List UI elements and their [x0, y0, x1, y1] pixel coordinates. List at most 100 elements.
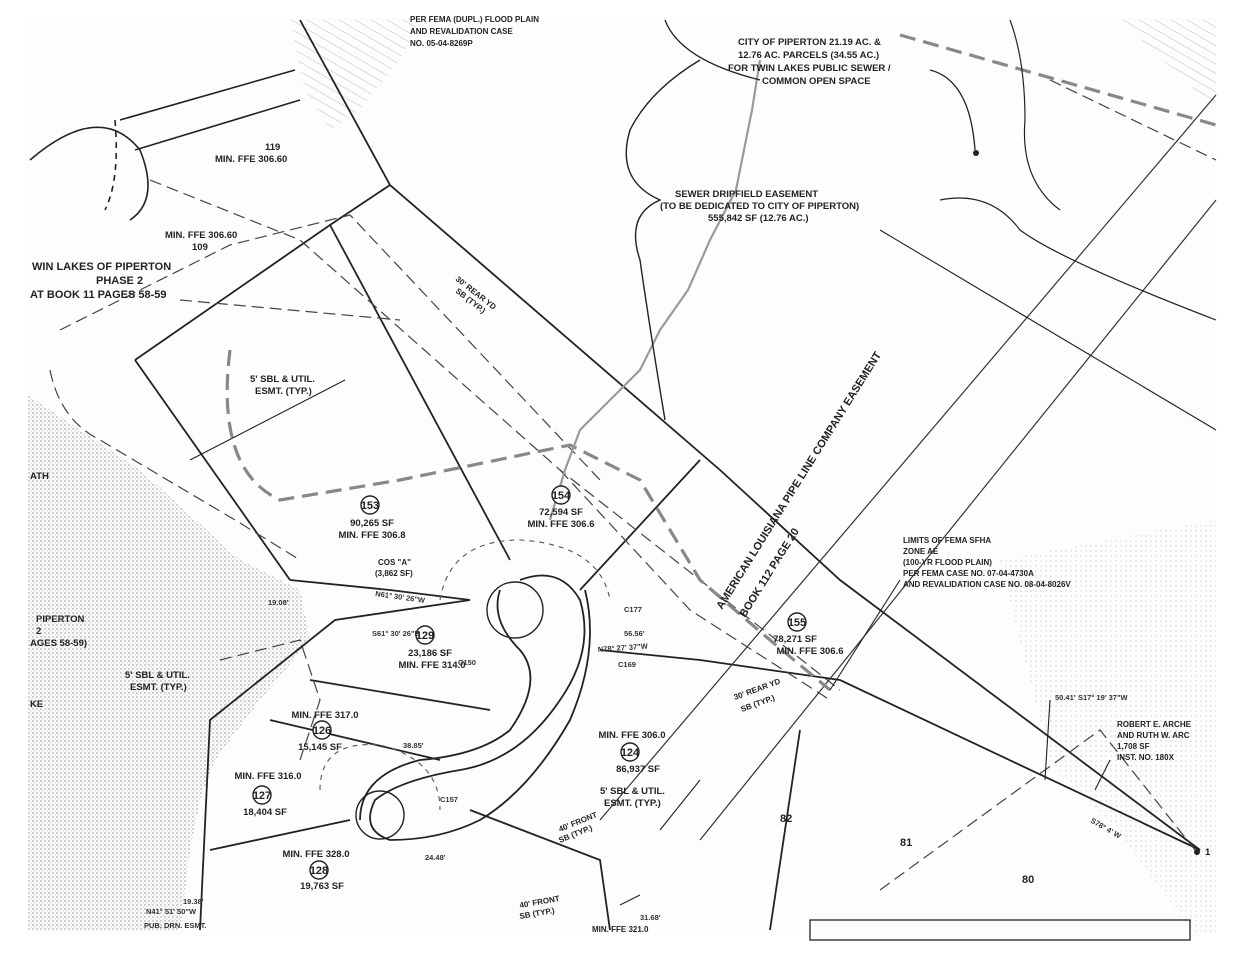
cul-de-sac-northwest — [29, 69, 301, 221]
cul-de-sac-dash-ring — [439, 539, 611, 601]
curve-c177: C177 — [624, 605, 642, 614]
lot-153-area: 90,265 SF — [350, 518, 394, 529]
owner-line-2: AND RUTH W. ARC — [1117, 731, 1190, 740]
fema-top-line-1: PER FEMA (DUPL.) FLOOD PLAIN — [410, 15, 539, 24]
lot-126-ffe: MIN. FFE 317.0 — [291, 710, 358, 721]
leader-lines — [189, 379, 1111, 906]
lot-126-number: 126 — [313, 725, 331, 737]
lot-127-number: 127 — [253, 790, 271, 802]
lot-124-ffe: MIN. FFE 306.0 — [598, 730, 665, 741]
easement-brace — [625, 59, 701, 421]
twin-lakes-line-3: AT BOOK 11 PAGES 58-59 — [30, 289, 167, 301]
twin-lakes-line-2: PHASE 2 — [96, 275, 143, 287]
dripfield-line-1: SEWER DRIPFIELD EASEMENT — [675, 189, 818, 200]
twin-lakes-line-1: WIN LAKES OF PIPERTON — [32, 261, 171, 273]
lot-154-number: 154 — [552, 490, 571, 502]
lot-128-number: 128 — [310, 865, 328, 877]
curve-c169: C169 — [618, 660, 636, 669]
owner-line-1: ROBERT E. ARCHE — [1117, 720, 1192, 729]
bearing-w: N78° 27' 37"W — [598, 641, 649, 654]
util-easement-line-1: 5' SBL & UTIL. — [250, 374, 315, 385]
corner-label-1: 1 — [1205, 847, 1211, 858]
lot-153-ffe: MIN. FFE 306.8 — [338, 530, 405, 541]
dim-19-08: 19.08' — [268, 598, 289, 607]
fema-sfha-line-2: ZONE AE — [903, 547, 939, 556]
lot-128-ffe: MIN. FFE 328.0 — [282, 849, 349, 860]
curve-c150: C150 — [458, 658, 476, 667]
fema-top-line-3: NO. 05-04-8269P — [410, 39, 473, 48]
lot-109-number: 109 — [192, 242, 208, 253]
lot-127-ffe: MIN. FFE 316.0 — [234, 771, 301, 782]
lot-119-number: 119 — [265, 142, 280, 153]
ne-long-line — [879, 229, 1217, 431]
parcel-dot — [973, 150, 979, 156]
util-easement-b-2: ESMT. (TYP.) — [130, 682, 187, 693]
util-easement-c-1: 5' SBL & UTIL. — [600, 786, 665, 797]
lot-126-area: 15,145 SF — [298, 742, 342, 753]
dim-50-41: 50.41' — [1055, 693, 1076, 702]
hatched-area-right — [1120, 20, 1216, 110]
dim-19-38: 19.38' — [183, 897, 204, 906]
util-easement-line-2: ESMT. (TYP.) — [255, 386, 312, 397]
lot-155-number: 155 — [788, 617, 806, 629]
adjacent-lot-80: 80 — [1022, 874, 1034, 886]
lot-155-area: 78,271 SF — [773, 634, 817, 645]
tract-ath: ATH — [30, 471, 49, 482]
dim-56-56: 56.56' — [624, 629, 645, 638]
city-parcel-line-1: CITY OF PIPERTON 21.19 AC. & — [738, 37, 881, 48]
lot-124-number: 124 — [621, 747, 640, 759]
lot-128-area: 19,763 SF — [300, 881, 344, 892]
dripfield-zigzag — [548, 59, 762, 521]
city-parcel-line-3: FOR TWIN LAKES PUBLIC SEWER / — [728, 63, 891, 74]
lot-boundaries — [134, 19, 1201, 931]
bottom-box — [809, 919, 1191, 941]
road-cul-de-sac — [355, 574, 591, 841]
lot-119-ffe: MIN. FFE 306.60 — [215, 154, 287, 165]
fema-sfha-line-5: AND REVALIDATION CASE NO. 08-04-8026V — [903, 580, 1071, 589]
bearing-n41: N41° 51' 50"W — [146, 907, 197, 916]
cos-label-2: (3,862 SF) — [375, 569, 413, 578]
lot-153-number: 153 — [361, 500, 379, 512]
owner-line-4: INST. NO. 180X — [1117, 753, 1175, 762]
tract-ke: KE — [30, 699, 43, 710]
floodplain-west — [28, 395, 310, 930]
pub-drainage-easement: PUB. DRN. ESMT. — [144, 921, 207, 930]
fema-sfha-line-4: PER FEMA CASE NO. 07-04-4730A — [903, 569, 1034, 578]
pipeline-easement — [599, 94, 1217, 841]
hatched-area-top — [290, 20, 420, 130]
lot-129-ffe: MIN. FFE 314.0 — [398, 660, 465, 671]
dim-31-68: 31.68' — [640, 913, 661, 922]
easement-brace-right — [939, 197, 1217, 321]
bearing-s61: S61° 30' 26"E — [372, 629, 420, 638]
adjacent-lot-81: 81 — [900, 837, 912, 849]
util-easement-b-1: 5' SBL & UTIL. — [125, 670, 190, 681]
fema-top-line-2: AND REVALIDATION CASE — [410, 27, 513, 36]
dripfield-limit — [225, 33, 1217, 692]
city-parcel-line-2: 12.76 AC. PARCELS (34.55 AC.) — [738, 50, 879, 61]
dripfield-line-3: 555,842 SF (12.76 AC.) — [708, 213, 809, 224]
curve-c157: C157 — [440, 795, 458, 804]
min-ffe-bottom: MIN. FFE 321.0 — [592, 925, 649, 934]
util-easement-c-2: ESMT. (TYP.) — [604, 798, 661, 809]
piperton-west-1: PIPERTON — [36, 614, 85, 625]
lot-154-ffe: MIN. FFE 306.6 — [527, 519, 594, 530]
adjacent-lot-82: 82 — [780, 813, 792, 825]
lot-124-area: 86,937 SF — [616, 764, 660, 775]
ne-curve — [1009, 19, 1061, 211]
lot-number-circles — [252, 485, 807, 880]
lot-154-area: 72,594 SF — [539, 507, 583, 518]
piperton-west-2: 2 — [36, 626, 41, 637]
piperton-west-3: AGES 58-59) — [30, 638, 87, 649]
dim-24-48: 24.48' — [425, 853, 446, 862]
lot-109-ffe: MIN. FFE 306.60 — [165, 230, 237, 241]
fema-sfha-line-3: (100-YR FLOOD PLAIN) — [903, 558, 992, 567]
owner-line-3: 1,708 SF — [1117, 742, 1150, 751]
lot-129-area: 23,186 SF — [408, 648, 452, 659]
cos-label-1: COS "A" — [378, 558, 411, 567]
fema-sfha-line-1: LIMITS OF FEMA SFHA — [903, 536, 991, 545]
lot-127-area: 18,404 SF — [243, 807, 287, 818]
dim-38-85: 38.85' — [403, 741, 424, 750]
corner-pin — [1194, 849, 1200, 855]
bearing-corner: S17° 19' 37"W — [1078, 693, 1129, 702]
lot-155-ffe: MIN. FFE 306.6 — [776, 646, 843, 657]
